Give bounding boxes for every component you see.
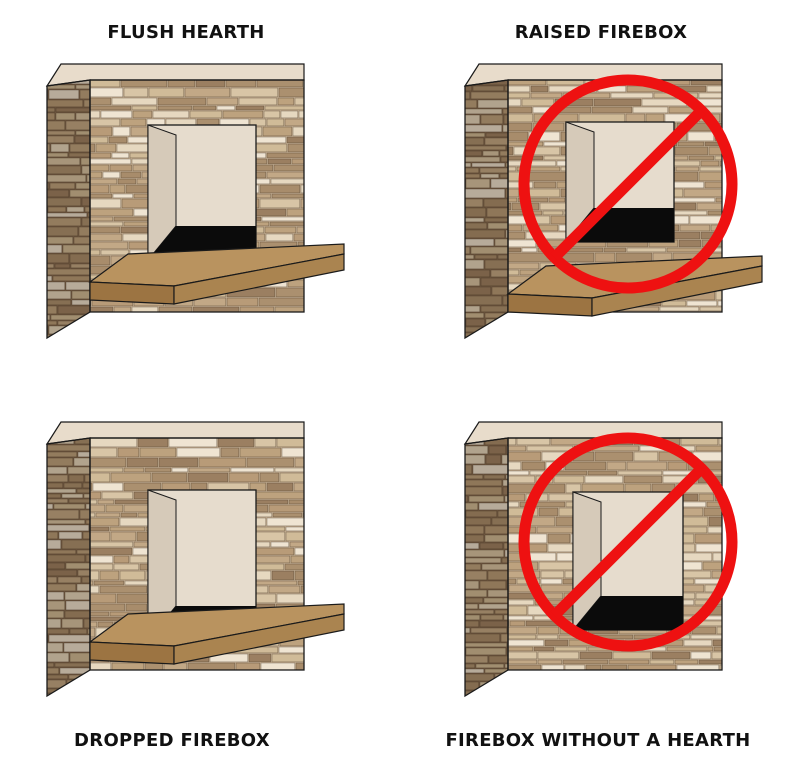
fireplace-flush-hearth-illustration	[45, 63, 345, 340]
firebox-opening	[572, 491, 684, 632]
firebox-floor	[573, 596, 683, 630]
caption-raised-firebox: RAISED FIREBOX	[514, 22, 688, 43]
prohibited-icon	[518, 74, 738, 294]
caption-dropped-firebox: DROPPED FIREBOX	[74, 730, 270, 751]
caption-firebox-without-hearth: FIREBOX WITHOUT A HEARTH	[445, 730, 751, 751]
firebox-opening	[147, 124, 257, 262]
prohibited-icon	[518, 432, 738, 652]
hearth-slab	[88, 603, 345, 665]
fireplace-side-wall	[47, 80, 90, 338]
fireplace-without-hearth-illustration	[463, 421, 738, 698]
caption-flush-hearth: FLUSH HEARTH	[107, 22, 265, 43]
fireplace-side-wall	[47, 438, 90, 696]
fireplace-raised-firebox-illustration	[463, 63, 763, 340]
fireplace-side-wall	[465, 438, 508, 696]
fireplace-dropped-firebox-illustration	[45, 421, 345, 698]
hearth-slab	[88, 243, 345, 305]
